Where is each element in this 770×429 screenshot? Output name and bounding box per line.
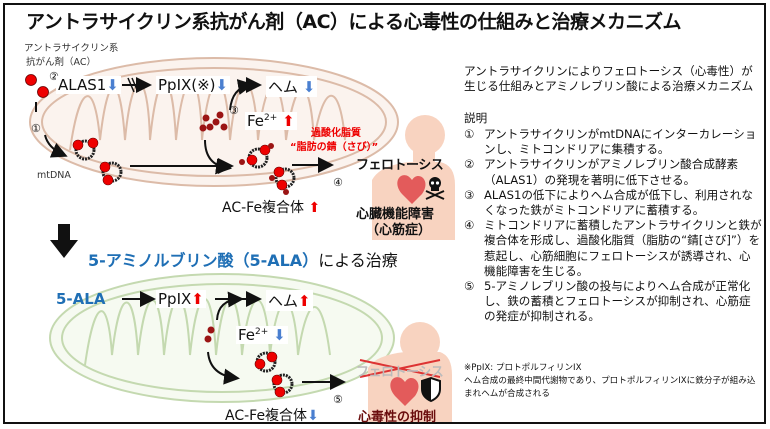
iron-label-bottom: Fe2+ ⬇ <box>236 326 288 344</box>
item-text: ALAS1の低下によりヘム合成が低下し、利用されなくなった鉄がミトコンドリアに蓄… <box>484 187 753 218</box>
heme-label: ヘム ⬇ <box>266 76 318 97</box>
list-item: ① アントラサイクリンがmtDNAにインターカレーションし、ミトコンドリアに集積す… <box>464 127 762 157</box>
down-arrow-icon: ⬇ <box>106 76 119 94</box>
figure-frame <box>3 3 766 424</box>
cardiac-dysfunction-label: 心臓機能障害 <box>356 207 435 222</box>
heme-text: ヘム <box>268 292 299 310</box>
heme-text: ヘム <box>268 78 299 96</box>
fe-charge: 2+ <box>264 113 278 123</box>
down-arrow-icon: ⬇ <box>307 408 319 424</box>
panel-heading: 説明 <box>464 111 488 125</box>
ac-fe-complex-label-bottom: AC-Fe複合体⬇ <box>225 405 319 425</box>
blocked-mark <box>127 77 139 93</box>
item-number: ⑤ <box>464 279 475 294</box>
step-1-marker: ① <box>31 122 41 135</box>
step-4-marker: ④ <box>333 176 343 189</box>
ac-fe-complex-label: AC-Fe複合体 ⬆ <box>222 197 320 217</box>
page-title: アントラサイクリン系抗がん剤（AC）による心毒性の仕組みと治療メカニズム <box>26 11 681 33</box>
ppix-text: PpIX(※) <box>158 76 216 94</box>
lipid-peroxide-label: 過酸化脂質 <box>311 128 361 139</box>
5-ala-label: 5-ALA <box>56 290 106 308</box>
ferroptosis-label: フェロトーシス <box>356 158 444 173</box>
drug-label-line2: 抗がん剤（AC） <box>26 57 96 68</box>
fe-charge: 2+ <box>255 327 269 337</box>
lipid-rust-label: “脂肪の錆（さび）” <box>290 142 379 153</box>
ppix-label-bottom: PpIX⬆ <box>156 290 206 308</box>
heme-label-bottom: ヘム⬆ <box>266 290 313 311</box>
item-number: ③ <box>464 187 475 202</box>
heart-icon <box>397 175 426 204</box>
drug-label-line1: アントラサイクリン系 <box>24 43 119 54</box>
cross-out-mark <box>359 359 441 378</box>
list-item: ③ ALAS1の低下によりヘム合成が低下し、利用されなくなった鉄がミトコンドリアに… <box>464 188 762 218</box>
iron-in-complex <box>239 143 289 195</box>
pathway-arrows-bottom <box>122 291 346 390</box>
up-arrow-icon: ⬆ <box>298 292 311 310</box>
down-arrow-icon: ⬇ <box>302 78 316 96</box>
pathway-arrows-top <box>44 77 334 175</box>
item-text: アントラサイクリンがアミノレブリン酸合成酵素（ALAS1）の発現を著明に低下させ… <box>484 157 739 187</box>
fe-text: Fe <box>247 112 265 130</box>
list-item: ⑤ 5-アミノレブリン酸の投与によりヘム合成が正常化し、鉄の蓄積とフェロトーシスが… <box>464 279 762 325</box>
down-arrow-icon: ⬇ <box>273 326 286 344</box>
item-text: 5-アミノレブリン酸の投与によりヘム合成が正常化し、鉄の蓄積とフェロトーシスが抑… <box>484 279 751 324</box>
iron-dots-top <box>199 111 228 132</box>
treatment-heading-black: による治療 <box>318 251 398 270</box>
fe-text: Fe <box>238 326 256 344</box>
step-5-marker: ⑤ <box>333 393 343 406</box>
list-item: ④ ミトコンドリアに蓄積したアントラサイクリンと鉄が複合体を形成し、過酸化脂質（脂… <box>464 218 762 279</box>
alas1-text: ALAS1 <box>58 76 107 94</box>
item-text: アントラサイクリンがmtDNAにインターカレーションし、ミトコンドリアに集積する… <box>484 127 757 157</box>
footnote-body: ヘム合成の最終中間代謝物であり、プロトポルフィリンIXに鉄分子が組み込まれヘムが… <box>464 376 756 399</box>
step-3-marker: ③ <box>229 104 239 117</box>
cardiotoxicity-suppression-label: 心毒性の抑制 <box>358 410 437 425</box>
complex-text: AC-Fe複合体 <box>225 408 308 424</box>
cardiomyopathy-label: （心筋症） <box>366 223 432 238</box>
heart-icon <box>390 377 419 406</box>
shield-icon-fill <box>422 378 431 401</box>
iron-label: Fe2+ ⬆ <box>245 112 297 130</box>
down-arrow-icon: ⬇ <box>215 76 229 94</box>
treatment-heading-blue: 5-アミノルブリン酸（5-ALA） <box>88 251 319 270</box>
up-arrow-icon: ⬆ <box>191 290 204 308</box>
step-2-marker: ② <box>49 70 59 83</box>
ppix-text: PpIX <box>158 290 192 308</box>
ac-dots-in-complex <box>72 137 288 398</box>
explanation-list: ① アントラサイクリンがmtDNAにインターカレーションし、ミトコンドリアに集積す… <box>464 127 762 325</box>
treatment-heading: 5-アミノルブリン酸（5-ALA）による治療 <box>88 247 398 271</box>
ppix-label: PpIX(※)⬇ <box>156 76 231 94</box>
up-arrow-icon: ⬆ <box>282 112 295 130</box>
item-text: ミトコンドリアに蓄積したアントラサイクリンと鉄が複合体を形成し、過酸化脂質（脂肪… <box>484 218 762 278</box>
up-arrow-icon: ⬆ <box>308 200 321 216</box>
ferroptosis-crossed-label: フェロトーシス <box>356 365 444 380</box>
alas1-label: ALAS1⬇ <box>56 76 121 94</box>
list-item: ② アントラサイクリンがアミノレブリン酸合成酵素（ALAS1）の発現を著明に低下さ… <box>464 157 762 187</box>
complex-text: AC-Fe複合体 <box>222 200 305 216</box>
mtdna-label: mtDNA <box>37 170 71 181</box>
iron-dots-bottom <box>204 326 215 343</box>
anthracycline-dots <box>25 74 49 98</box>
skull-crossbones-icon <box>425 177 445 200</box>
item-number: ④ <box>464 218 475 233</box>
item-number: ② <box>464 157 475 172</box>
big-down-arrow <box>50 224 78 258</box>
item-number: ① <box>464 127 475 141</box>
footnote-title: ※PpIX: プロトポルフィリンIX <box>464 363 582 373</box>
panel-intro: アントラサイクリンによりフェロトーシス（心毒性）が生じる仕組みとアミノレブリン酸… <box>464 64 754 94</box>
